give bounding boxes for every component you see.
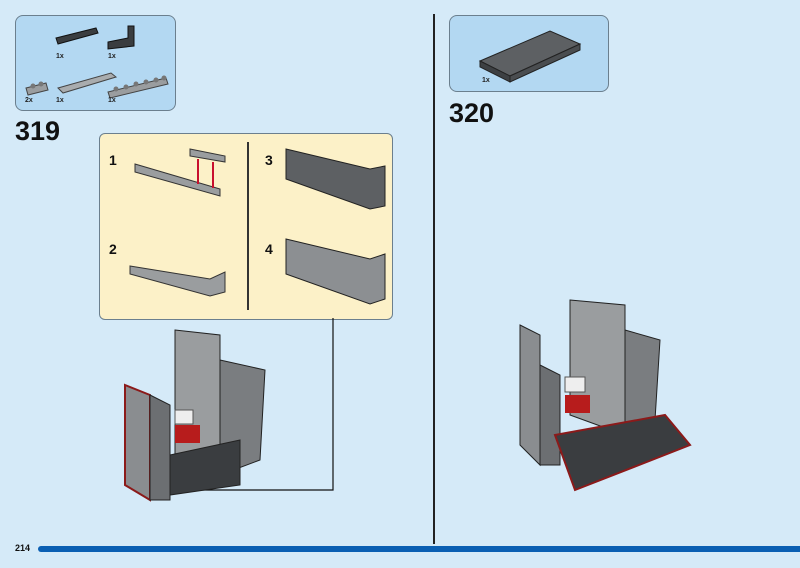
part-qty: 1x xyxy=(482,77,490,84)
tile-1x6-part xyxy=(57,72,118,94)
substep-number: 1 xyxy=(109,152,117,168)
model-step-320 xyxy=(519,299,692,492)
substep-number: 3 xyxy=(265,152,273,168)
column-divider xyxy=(433,14,435,544)
part-qty: 1x xyxy=(108,97,116,104)
part-qty: 2x xyxy=(25,97,33,104)
substep-illustrations xyxy=(129,148,386,305)
part-qty: 1x xyxy=(108,53,116,60)
plate-1x6-part xyxy=(107,75,169,99)
part-qty: 1x xyxy=(56,97,64,104)
parts-list-319: 1x 1x 2x 1x 1x xyxy=(15,15,176,111)
page-number: 214 xyxy=(15,543,31,553)
plate-1x2-part xyxy=(25,81,49,96)
sub-assembly-callout: 1 2 3 4 xyxy=(99,133,393,320)
progress-bar xyxy=(38,546,800,552)
bracket-part xyxy=(107,25,135,50)
part-qty: 1x xyxy=(56,53,64,60)
step-number-320: 320 xyxy=(449,98,495,128)
substep-number: 4 xyxy=(265,241,273,257)
grille-tile-part xyxy=(55,27,99,45)
model-step-319 xyxy=(124,329,266,502)
parts-list-320: 1x xyxy=(449,15,609,92)
substep-number: 2 xyxy=(109,241,117,257)
plate-6x10-part xyxy=(478,30,582,83)
callout-divider xyxy=(247,142,249,310)
parts-illustrations xyxy=(25,25,169,99)
step-number-319: 319 xyxy=(15,116,61,146)
